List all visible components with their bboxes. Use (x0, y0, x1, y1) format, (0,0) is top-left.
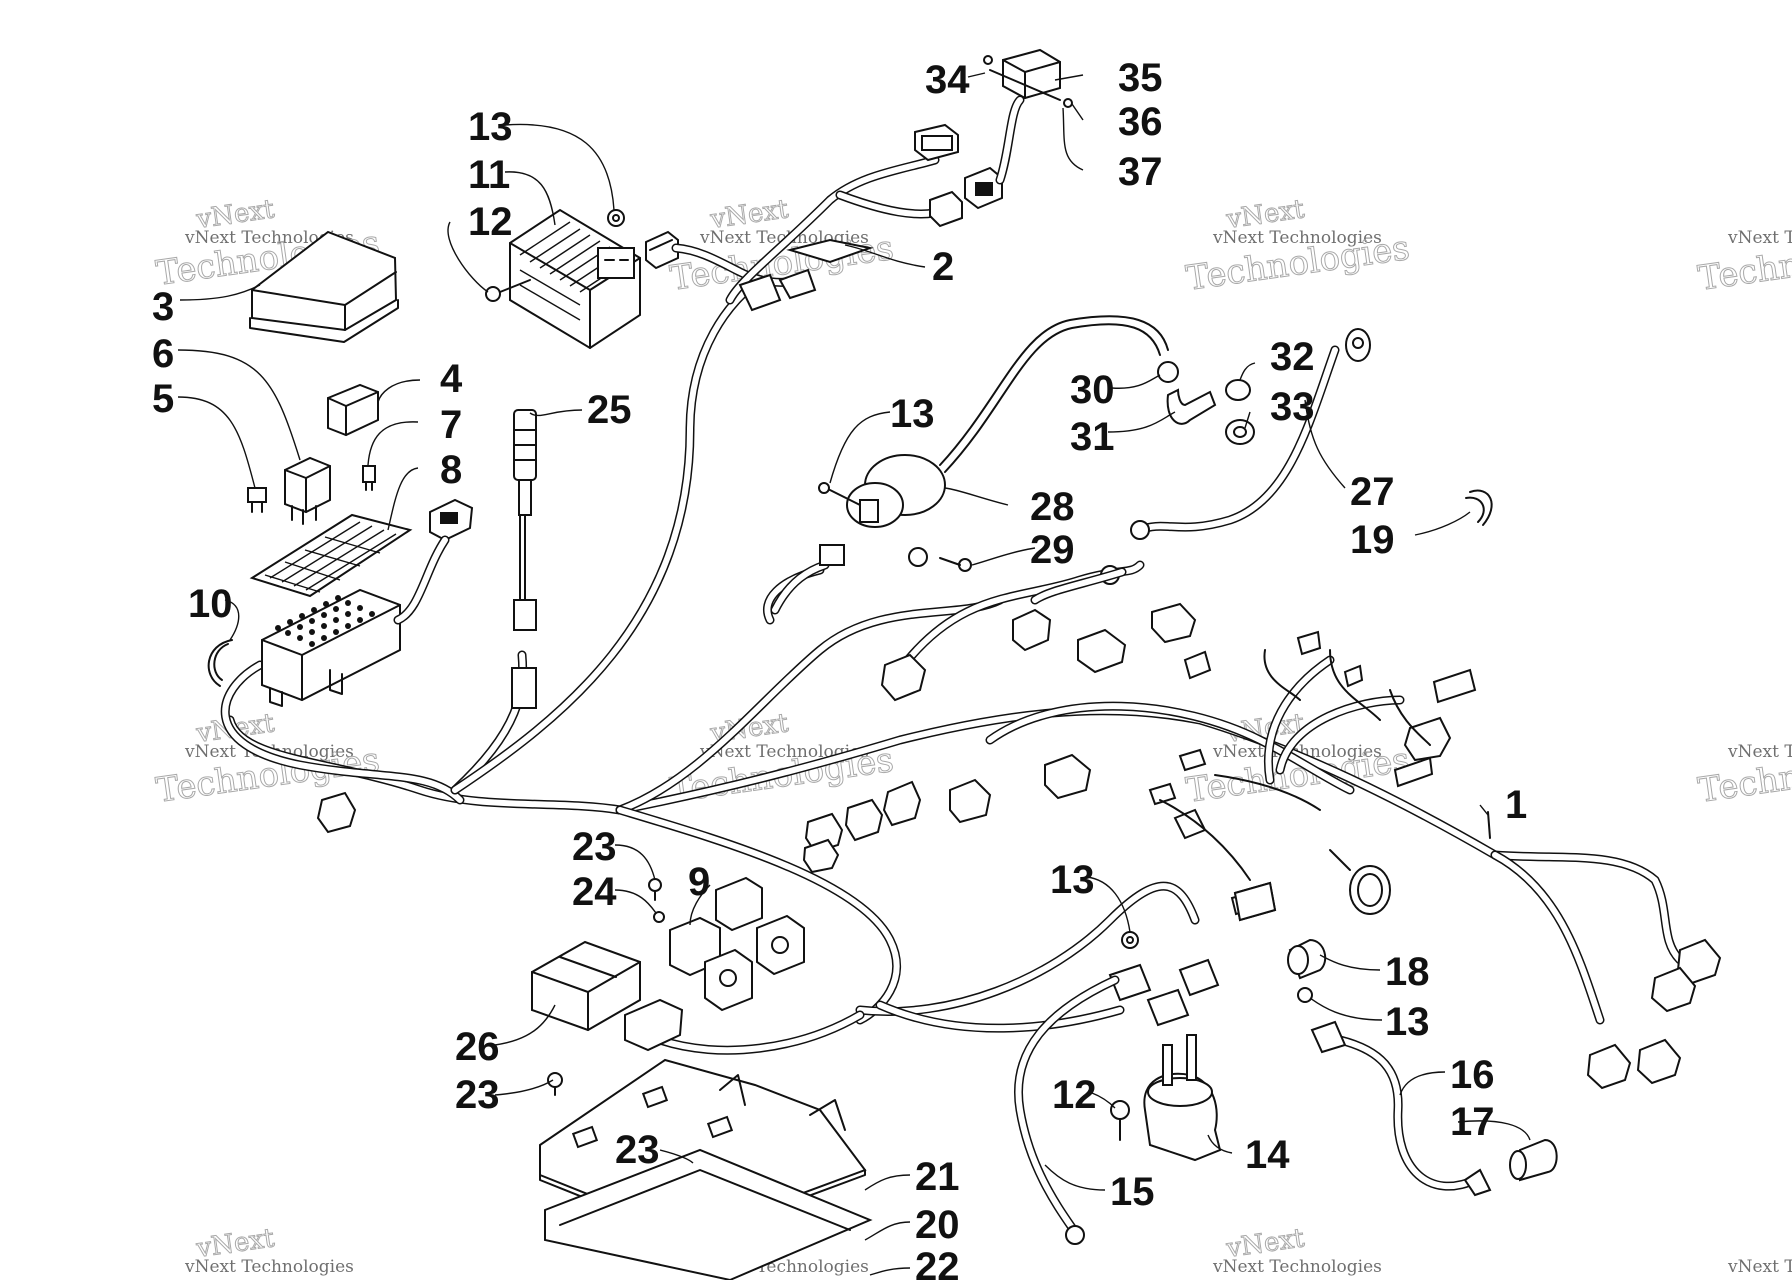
svg-text:vNext Technologies: vNext Technologies (1727, 742, 1792, 762)
callout-16: 16 (1450, 1053, 1495, 1097)
battery-cable-positive (1310, 1020, 1492, 1197)
control-module (531, 940, 684, 1052)
callout-12-regulator: 12 (468, 200, 513, 244)
nut-regulator (607, 209, 625, 227)
callout-23-upper: 23 (572, 825, 617, 869)
clamp-ring (1465, 489, 1493, 526)
callout-19: 19 (1350, 518, 1395, 562)
callout-34: 34 (925, 58, 970, 102)
callout-37: 37 (1118, 150, 1163, 194)
callout-30: 30 (1070, 368, 1115, 412)
right-branch-wires (1159, 649, 1431, 881)
callout-27: 27 (1350, 470, 1395, 514)
regulator-connector (645, 230, 679, 270)
spark-plug-boot (1157, 361, 1255, 445)
speed-sensor (511, 409, 537, 709)
svg-text:vNext Technologies: vNext Technologies (1212, 228, 1382, 248)
svg-text:vNext Technologies: vNext Technologies (184, 228, 354, 248)
callout-13-coil: 13 (890, 392, 935, 436)
main-wiring-harness (220, 275, 1685, 1055)
callout-13-solenoid-upper: 13 (1050, 858, 1095, 902)
callout-31: 31 (1070, 415, 1115, 459)
callout-14: 14 (1245, 1133, 1290, 1177)
watermark-bottom-edge: vNext Technologies (1727, 1257, 1792, 1277)
terminal-cover (1287, 938, 1327, 1003)
callout-4: 4 (440, 357, 463, 401)
solenoid-terminal-plates (1108, 958, 1220, 1027)
voltage-regulator (509, 208, 641, 350)
callout-15: 15 (1110, 1170, 1155, 1214)
fuse-label-sheet (249, 513, 413, 598)
callout-labels: 34 35 36 37 13 11 12 2 3 6 4 5 7 8 25 13… (152, 56, 1527, 1280)
ignition-sensor-assembly (725, 123, 1003, 312)
leader-lines (177, 72, 1531, 1276)
callout-35: 35 (1118, 56, 1163, 100)
relay-large (327, 383, 379, 437)
callout-1: 1 (1505, 783, 1527, 827)
callout-8: 8 (440, 448, 462, 492)
callout-18: 18 (1385, 950, 1430, 994)
callout-9: 9 (688, 860, 710, 904)
handlebar-switches (669, 876, 805, 1012)
callout-13-terminal: 13 (1385, 1000, 1430, 1044)
callout-29: 29 (1030, 528, 1075, 572)
watermark-top-right: vNext Technologies Technologies vNext (1183, 194, 1412, 300)
watermark-bottom-left: vNext Technologies vNext (184, 1223, 354, 1277)
screw-coil (908, 547, 972, 572)
fuse-blade-small (362, 465, 376, 491)
callout-36: 36 (1118, 100, 1163, 144)
nut-solenoid (1121, 931, 1139, 949)
callout-25: 25 (587, 388, 632, 432)
svg-text:vNext Technologies: vNext Technologies (1727, 1257, 1792, 1277)
callout-20: 20 (915, 1203, 960, 1247)
screw-solenoid (1110, 1100, 1130, 1141)
fuse-block-base (261, 588, 401, 707)
screw-regulator (485, 279, 531, 302)
callout-32: 32 (1270, 335, 1315, 379)
fuse-box-cover (249, 230, 399, 343)
callout-12-solenoid: 12 (1052, 1073, 1097, 1117)
starter-solenoid (1143, 1034, 1222, 1162)
callout-23-plate: 23 (615, 1128, 660, 1172)
callout-22: 22 (915, 1245, 960, 1280)
svg-text:vNext Technologies: vNext Technologies (184, 1257, 354, 1277)
watermark-bottom-right: vNext Technologies vNext (1212, 1223, 1382, 1277)
watermark-mid-edge: vNext Technologies Technologies (1695, 739, 1792, 811)
fuse-block-connector (429, 498, 474, 542)
ground-cable (1030, 328, 1371, 605)
callout-7: 7 (440, 403, 462, 447)
terminal-boot (1509, 1138, 1558, 1182)
callout-26: 26 (455, 1025, 500, 1069)
callout-28: 28 (1030, 485, 1075, 529)
relay-small (284, 456, 331, 525)
callout-5: 5 (152, 377, 174, 421)
ignition-coil (846, 315, 1169, 528)
switch-housing (983, 48, 1073, 108)
watermark-group: vNext Technologies Technologies vNext vN… (153, 194, 1792, 1277)
watermark-top-edge: vNext Technologies Technologies (1695, 227, 1792, 299)
battery-cable-negative (1014, 975, 1120, 1245)
harness-clip-ring (207, 639, 233, 687)
mounting-plate (539, 1058, 873, 1280)
callout-24: 24 (572, 870, 617, 914)
callout-17: 17 (1450, 1100, 1495, 1144)
svg-text:vNext Technologies: vNext Technologies (1212, 1257, 1382, 1277)
svg-text:vNext Technologies: vNext Technologies (1727, 228, 1792, 248)
callout-23-lower: 23 (455, 1073, 500, 1117)
fuse-blade-large (247, 487, 267, 513)
callout-21: 21 (915, 1155, 960, 1199)
nut-coil (818, 482, 861, 506)
callout-10: 10 (188, 582, 233, 626)
callout-6: 6 (152, 332, 174, 376)
harness-connectors (316, 602, 1722, 1090)
fasteners-upper (648, 878, 665, 923)
callout-33: 33 (1270, 385, 1315, 429)
callout-2: 2 (932, 245, 954, 289)
callout-13-regulator: 13 (468, 105, 513, 149)
callout-3: 3 (152, 285, 174, 329)
callout-11: 11 (468, 153, 510, 197)
main-harness-marker (1487, 811, 1491, 839)
